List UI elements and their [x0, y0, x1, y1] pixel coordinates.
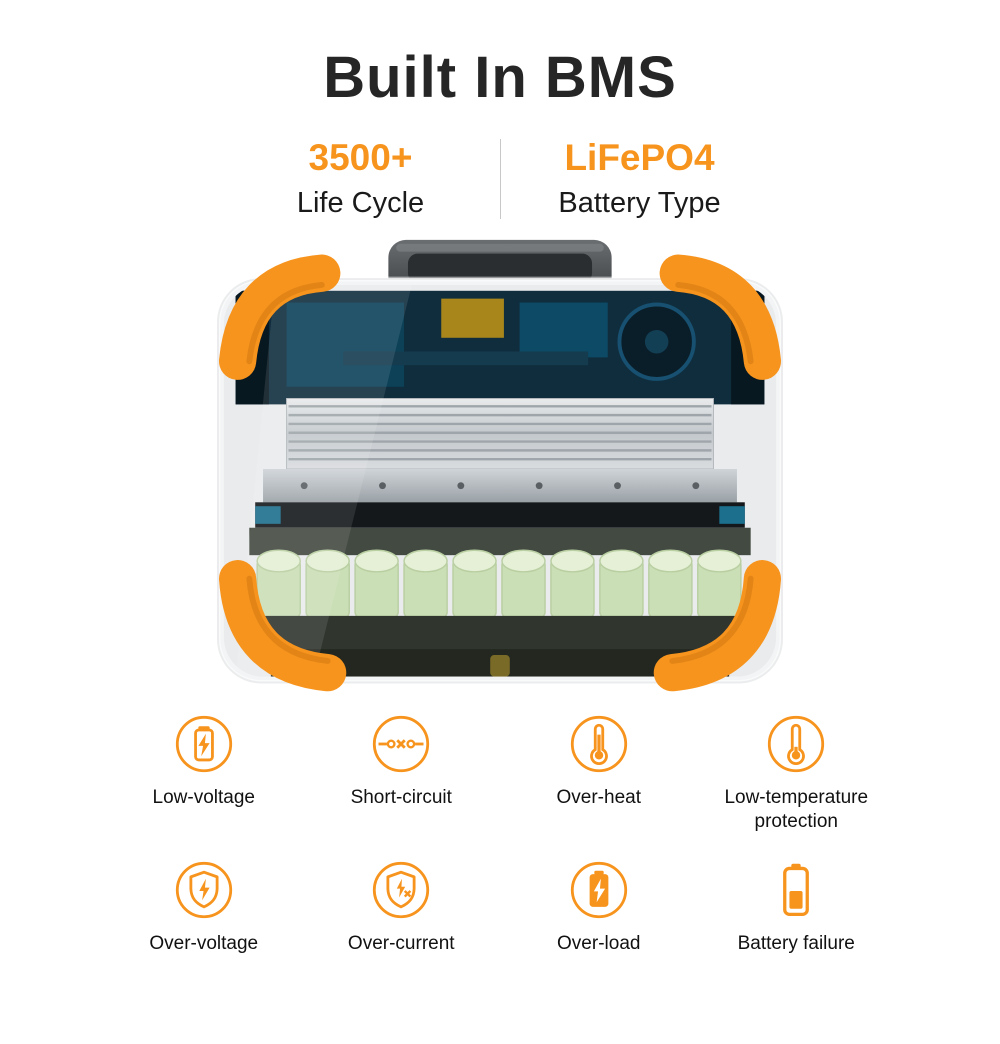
feature-row-2: Over-voltage Over-current Over-load — [105, 860, 895, 956]
stat-life-cycle-value: 3500+ — [308, 137, 413, 178]
feature-label: Battery failure — [737, 932, 855, 954]
feature-row-1: Low-voltage Short-circuit Over-heat — [105, 714, 895, 834]
feature-over-load: Over-load — [500, 860, 698, 956]
feature-over-heat: Over-heat — [500, 714, 698, 834]
feature-low-voltage: Low-voltage — [105, 714, 303, 834]
shield-bolt-icon — [175, 861, 232, 918]
stat-battery-type-value: LiFePO4 — [564, 137, 715, 178]
stats-divider — [499, 138, 501, 219]
stat-life-cycle-label: Life Cycle — [296, 187, 425, 219]
protection-features: Low-voltage Short-circuit Over-heat — [105, 714, 895, 955]
stat-battery-type-label: Battery Type — [558, 187, 721, 219]
product-image — [0, 234, 1000, 704]
stat-life-cycle: 3500+ Life Cycle — [236, 137, 486, 220]
feature-label: Over-voltage — [149, 932, 259, 954]
battery-charge-icon — [570, 861, 627, 918]
thermometer-high-icon — [570, 715, 627, 773]
battery-bolt-icon — [175, 715, 232, 773]
feature-label: Low-temperature protection — [724, 787, 869, 832]
feature-label: Over-current — [347, 932, 455, 954]
feature-over-current: Over-current — [303, 860, 501, 956]
page-title: Built In BMS — [323, 45, 677, 110]
feature-over-voltage: Over-voltage — [105, 860, 303, 956]
feature-short-circuit: Short-circuit — [303, 714, 501, 834]
shield-cross-icon — [373, 861, 430, 918]
short-circuit-icon — [373, 715, 430, 773]
battery-cells — [256, 549, 742, 619]
feature-label: Over-load — [557, 932, 641, 954]
feature-label: Low-voltage — [152, 787, 255, 808]
feature-label: Short-circuit — [350, 787, 452, 808]
feature-low-temperature: Low-temperature protection — [698, 714, 896, 834]
battery-fail-icon — [783, 863, 810, 916]
corner-bumpers — [218, 254, 782, 692]
feature-battery-failure: Battery failure — [698, 860, 896, 956]
power-station-cutaway-illustration — [215, 239, 785, 692]
stat-battery-type: LiFePO4 Battery Type — [515, 137, 765, 220]
feature-label: Over-heat — [556, 787, 641, 808]
stats-row: 3500+ Life Cycle LiFePO4 Battery Type — [0, 137, 1000, 220]
thermometer-low-icon — [768, 715, 825, 773]
